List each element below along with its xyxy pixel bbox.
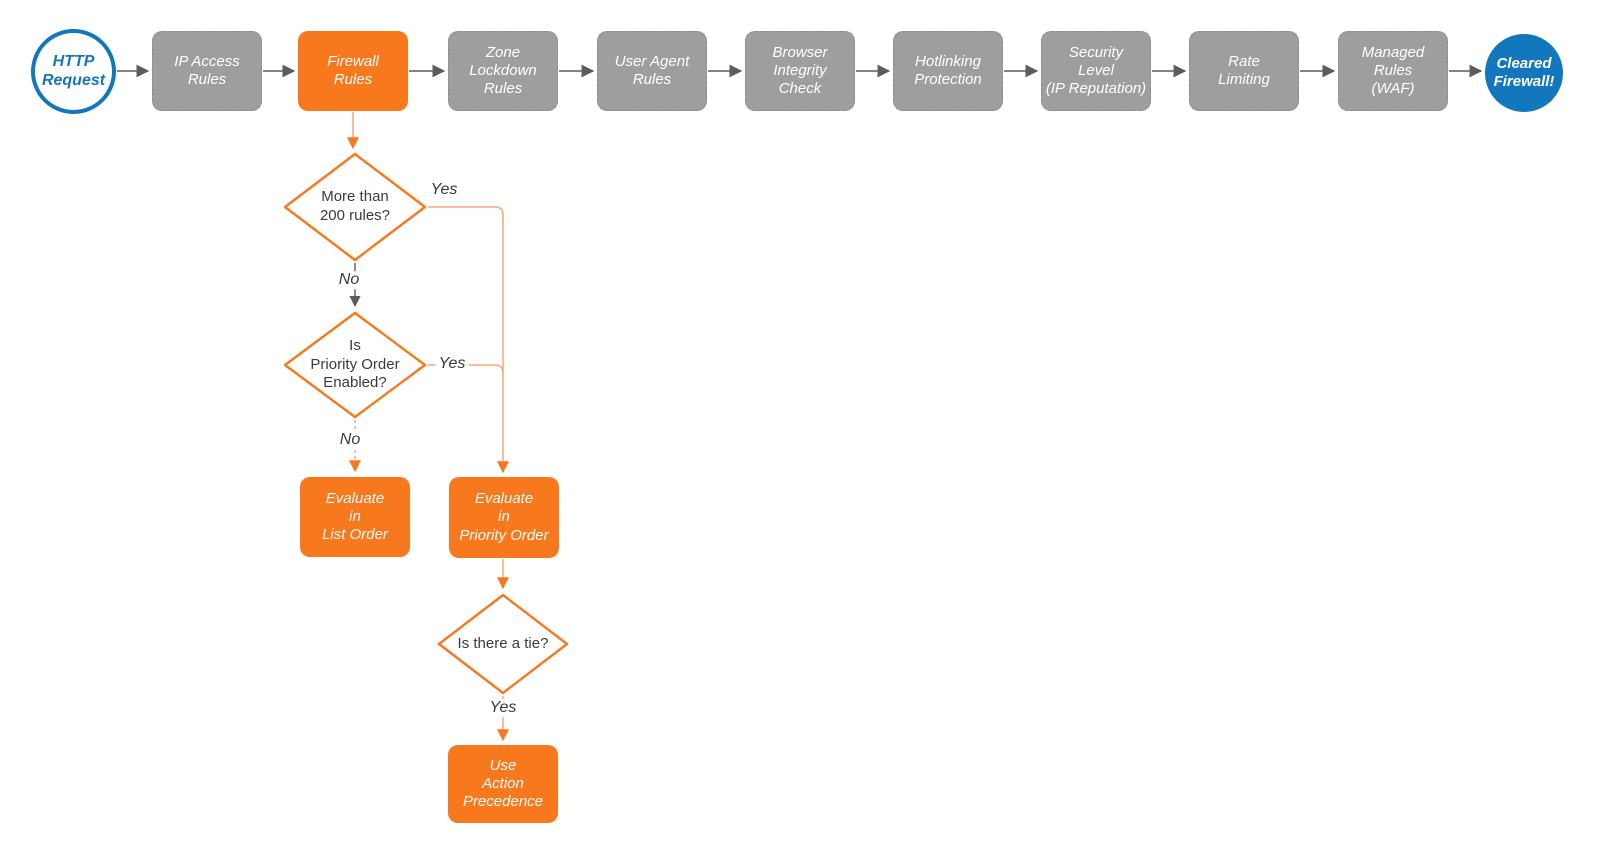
- edge-label-no-rules: No: [335, 271, 363, 289]
- node-label: Evaluate in List Order: [322, 489, 388, 544]
- edge-decision-rules-yes-to-evaluate-priority: [428, 206, 509, 474]
- node-label: Zone Lockdown Rules: [469, 43, 537, 98]
- node-label: Firewall Rules: [327, 52, 379, 88]
- node-firewall-rules: Firewall Rules: [298, 31, 408, 111]
- node-evaluate-in-priority-order: Evaluate in Priority Order: [449, 477, 559, 558]
- node-security-level: Security Level (IP Reputation): [1041, 31, 1151, 111]
- node-label: Rate Limiting: [1218, 52, 1270, 88]
- decision-more-than-200-rules: More than 200 rules?: [283, 152, 427, 262]
- node-hotlinking-protection: Hotlinking Protection: [893, 31, 1003, 111]
- node-label: Cleared Firewall!: [1493, 55, 1555, 90]
- edge-label-yes-rules: Yes: [427, 181, 461, 199]
- edge-label-yes-tie: Yes: [486, 699, 520, 717]
- node-managed-rules-waf: Managed Rules (WAF): [1338, 31, 1448, 111]
- decision-is-there-a-tie: Is there a tie?: [437, 593, 569, 695]
- node-rate-limiting: Rate Limiting: [1189, 31, 1299, 111]
- node-label: Security Level (IP Reputation): [1045, 43, 1147, 98]
- node-label: Hotlinking Protection: [914, 52, 982, 88]
- node-user-agent-rules: User Agent Rules: [597, 31, 707, 111]
- node-zone-lockdown-rules: Zone Lockdown Rules: [448, 31, 558, 111]
- node-label: Managed Rules (WAF): [1361, 43, 1425, 98]
- diamond-shape: [283, 311, 427, 419]
- node-label: IP Access Rules: [174, 52, 240, 88]
- node-browser-integrity-check: Browser Integrity Check: [745, 31, 855, 111]
- node-label: Use Action Precedence: [462, 756, 544, 811]
- diamond-shape: [283, 152, 427, 262]
- node-use-action-precedence: Use Action Precedence: [448, 745, 558, 823]
- node-ip-access-rules: IP Access Rules: [152, 31, 262, 111]
- node-evaluate-in-list-order: Evaluate in List Order: [300, 477, 410, 557]
- decision-label: More than 200 rules?: [319, 188, 391, 224]
- edge-decision-priority-yes-join: [428, 364, 504, 374]
- node-http-request: HTTP Request: [31, 29, 116, 114]
- node-label: User Agent Rules: [614, 52, 690, 88]
- decision-label: Is there a tie?: [457, 634, 549, 652]
- node-label: HTTP Request: [41, 52, 106, 89]
- edge-label-yes-priority: Yes: [435, 355, 469, 373]
- node-label: Evaluate in Priority Order: [459, 490, 549, 544]
- edge-label-no-priority: No: [336, 431, 364, 449]
- diamond-shape: [437, 593, 569, 695]
- decision-label: Is Priority Order Enabled?: [310, 336, 400, 392]
- node-cleared-firewall: Cleared Firewall!: [1485, 34, 1563, 112]
- node-label: Browser Integrity Check: [772, 43, 828, 98]
- decision-priority-order-enabled: Is Priority Order Enabled?: [283, 311, 427, 419]
